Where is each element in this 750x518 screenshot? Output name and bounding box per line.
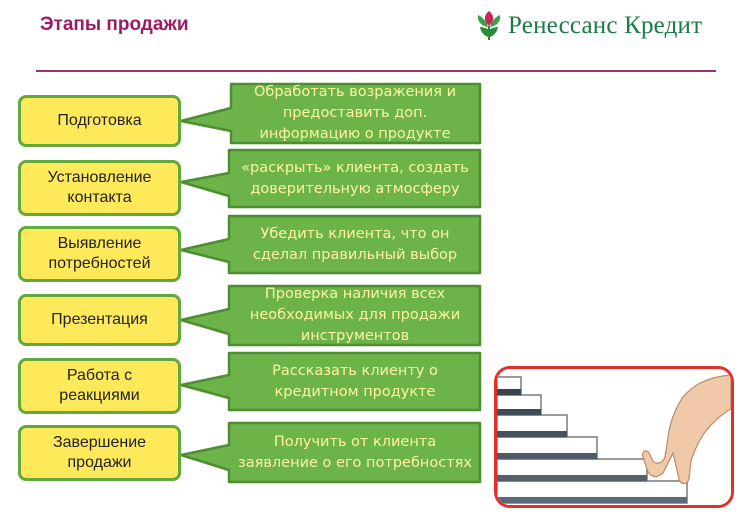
stage-action-text: «раскрыть» клиента, создать доверительну…	[241, 159, 469, 197]
page-title: Этапы продажи	[40, 14, 189, 35]
stage-box: Работа с реакциями	[18, 358, 181, 414]
stage-box: Презентация	[18, 294, 181, 346]
callout-shape-6	[179, 421, 482, 484]
stage-action-text: Получить от клиента заявление о его потр…	[238, 433, 472, 471]
stage-box: Завершение продажи	[18, 425, 181, 481]
stage-action-text: Рассказать клиенту о кредитном продукте	[272, 362, 438, 400]
stage-box: Выявление потребностей	[18, 226, 181, 282]
callout-shape-5	[179, 351, 482, 412]
stage-action-text: Проверка наличия всех необходимых для пр…	[249, 286, 461, 344]
tulip-logo-icon	[477, 11, 501, 40]
brand-name: Ренессанс Кредит	[508, 12, 703, 39]
callout-shape-1	[179, 82, 482, 145]
stage-action-text: Обработать возражения и предоставить доп…	[253, 84, 457, 142]
callout-shape-3	[179, 214, 482, 275]
stage-box: Установление контакта	[18, 160, 181, 216]
callout-shape-4	[179, 284, 482, 347]
brand-logo: Ренессанс Кредит	[474, 8, 724, 44]
book-stairs-photo	[494, 366, 734, 508]
callout-shape-2	[179, 148, 482, 209]
header-divider	[36, 70, 716, 72]
stairs-of-books-with-walking-fingers-icon	[497, 369, 731, 505]
stage-box: Подготовка	[18, 95, 181, 147]
stage-action-text: Убедить клиента, что он сделал правильны…	[252, 225, 458, 263]
